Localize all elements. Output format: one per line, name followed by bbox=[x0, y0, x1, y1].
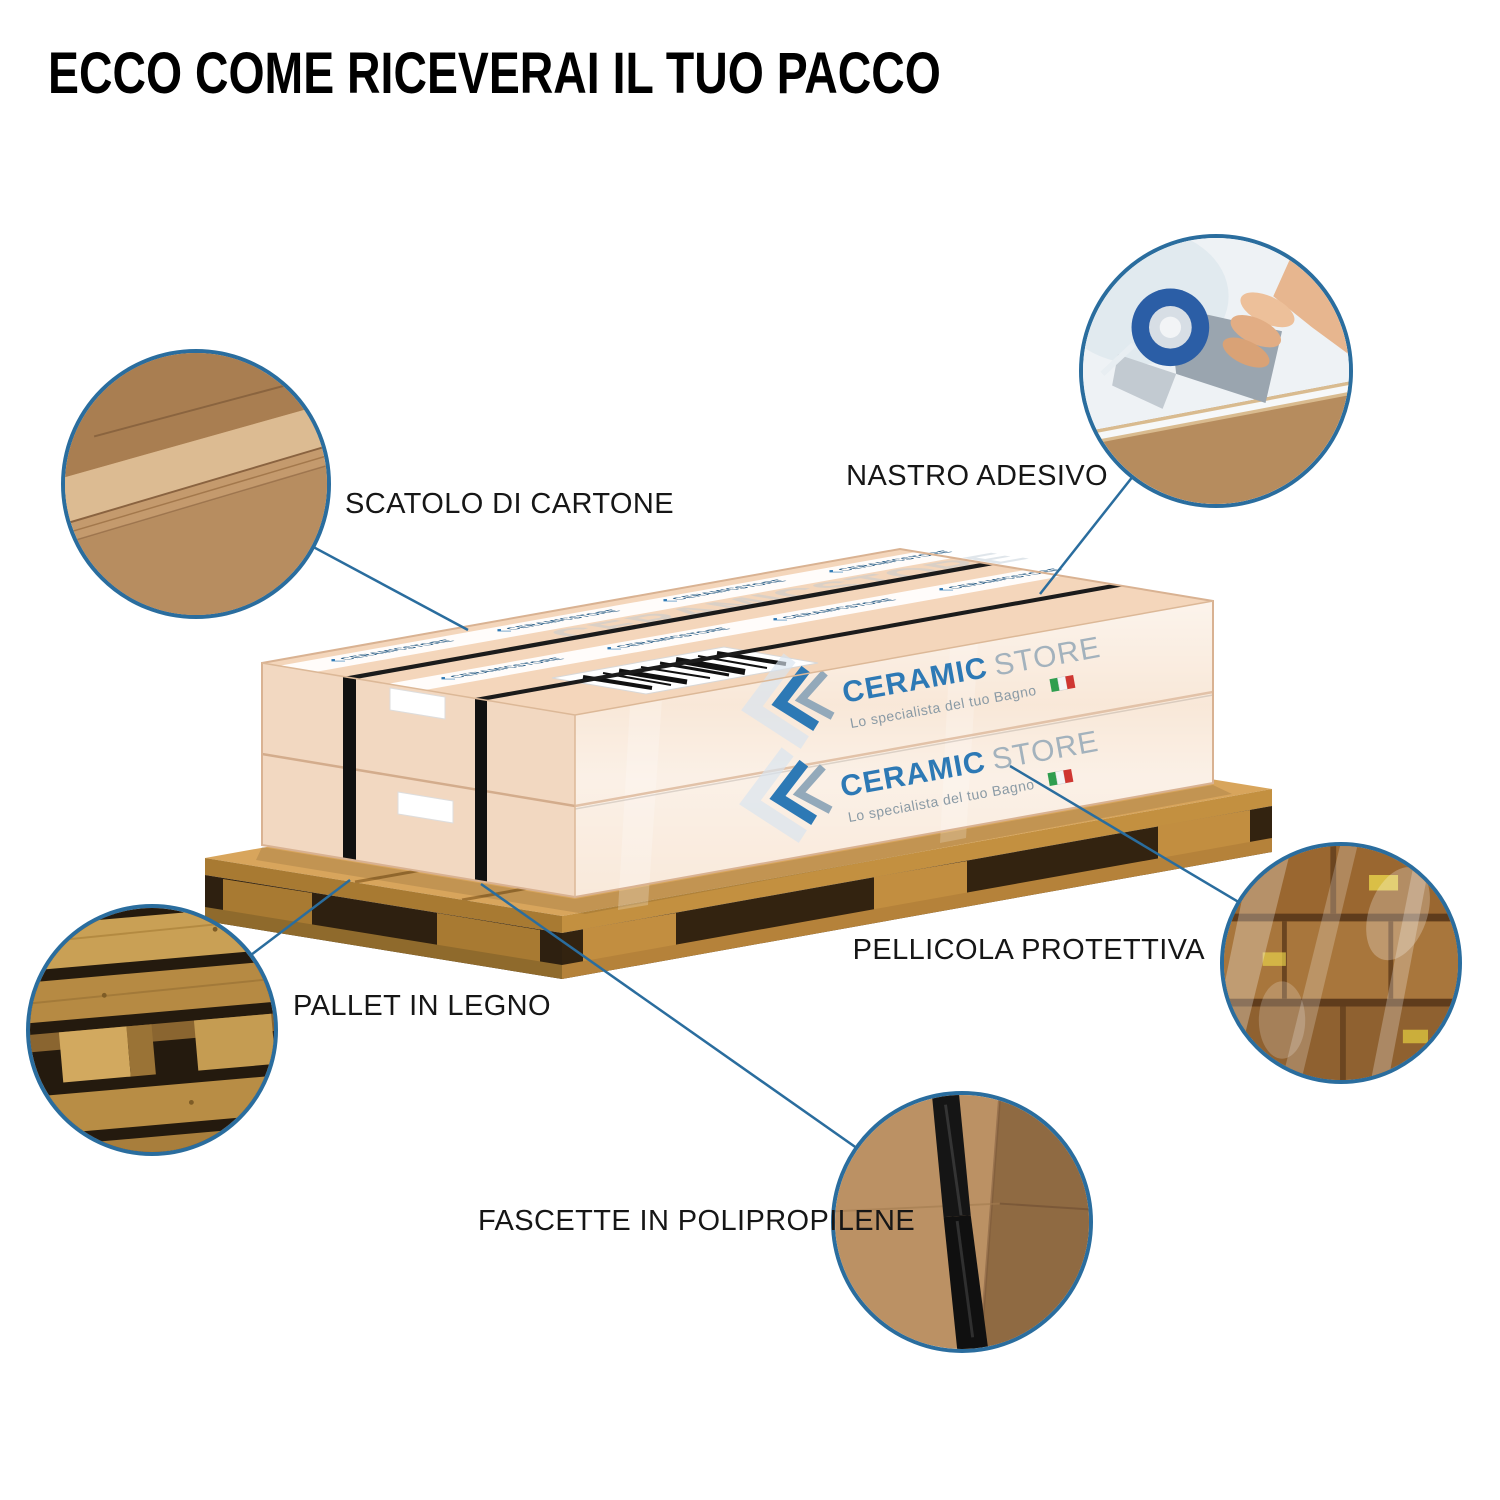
strap bbox=[475, 698, 487, 882]
strap-corner-photo bbox=[835, 1095, 1089, 1349]
callout-label-tape: NASTRO ADESIVO bbox=[846, 460, 1108, 492]
tape-chevron-icon bbox=[441, 677, 456, 680]
logo-chevron-icon bbox=[792, 764, 833, 814]
callout-photo-tape bbox=[1079, 234, 1353, 508]
cardboard-corner-photo bbox=[65, 353, 327, 615]
strap bbox=[343, 563, 994, 679]
logo-chevron-icon bbox=[794, 670, 835, 720]
tape-chevron-icon bbox=[939, 588, 954, 591]
callout-photo-film bbox=[1220, 842, 1462, 1084]
end-label bbox=[389, 687, 446, 720]
callout-label-film: PELLICOLA PROTETTIVA bbox=[852, 934, 1205, 966]
strap bbox=[343, 677, 356, 861]
tape-chevron-icon bbox=[331, 659, 346, 662]
strap bbox=[475, 584, 1125, 700]
polypropylene-straps bbox=[343, 563, 1125, 882]
italian-flag-icon bbox=[1049, 674, 1076, 693]
wrapped-pallet-photo bbox=[1224, 846, 1458, 1080]
carton-box: CERAMICSTORE CERAMICSTORE CERAMICSTORE C… bbox=[261, 547, 1214, 910]
tape-chevron-icon bbox=[829, 570, 844, 573]
packing-tape-strip bbox=[387, 570, 1063, 690]
callout-label-straps: FASCETTE IN POLIPROPILENE bbox=[478, 1205, 916, 1237]
packing-tape-strip bbox=[278, 552, 953, 672]
logo-chevron-icon bbox=[739, 747, 807, 843]
callout-photo-pallet bbox=[26, 904, 278, 1156]
page-title: ECCO COME RICEVERAI IL TUO PACCO bbox=[48, 41, 941, 106]
wooden-pallet-photo bbox=[30, 908, 274, 1152]
logo-chevron-icon bbox=[769, 759, 818, 825]
logo-chevron-icon bbox=[741, 653, 809, 749]
italian-flag-icon bbox=[1047, 768, 1074, 787]
tape-dispenser-photo bbox=[1083, 238, 1349, 504]
tape-chevron-icon bbox=[773, 618, 788, 621]
shipping-label-barcode bbox=[551, 646, 819, 695]
callout-photo-straps bbox=[831, 1091, 1093, 1353]
callout-label-cardboard: SCATOLO DI CARTONE bbox=[345, 488, 674, 520]
end-label bbox=[397, 791, 454, 824]
tape-chevron-icon bbox=[497, 629, 512, 632]
callout-label-pallet: PALLET IN LEGNO bbox=[293, 990, 551, 1022]
logo-chevron-icon bbox=[771, 665, 820, 731]
callout-photo-cardboard bbox=[61, 349, 331, 619]
tape-chevron-icon bbox=[663, 599, 678, 602]
tape-chevron-icon bbox=[607, 647, 622, 650]
